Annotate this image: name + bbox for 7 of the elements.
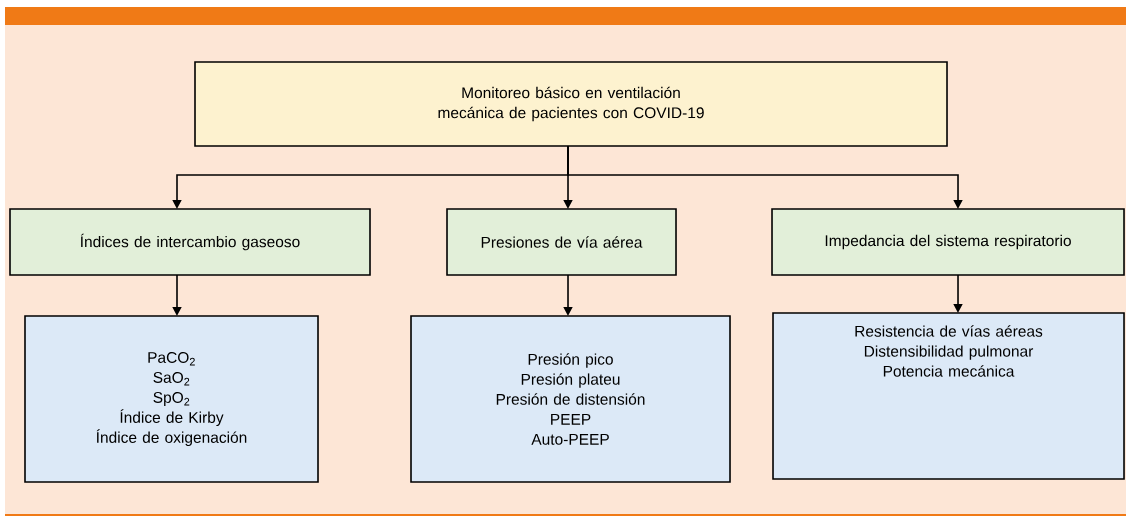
list-box: Presión pico Presión plateu Presión de distensión PEEP Auto-PEEP [410, 315, 731, 483]
list-box: Resistencia de vías aéreas Distensibilidad pulmonar Potencia mecánica [772, 312, 1125, 480]
category-box: Presiones de vía aérea [446, 208, 677, 276]
list-box: PaCO$_{2}$ SaO$_{2}$ SpO$_{2}$ Índice de Kirby Índice de oxigenación [24, 315, 319, 483]
category-box: Índices de intercambio gaseoso [9, 208, 371, 276]
category-box: Impedancia del sistema respiratorio [771, 208, 1125, 276]
title-box: Monitoreo básico en ventilación mecánica de pacientes con COVID-19 [194, 61, 948, 147]
